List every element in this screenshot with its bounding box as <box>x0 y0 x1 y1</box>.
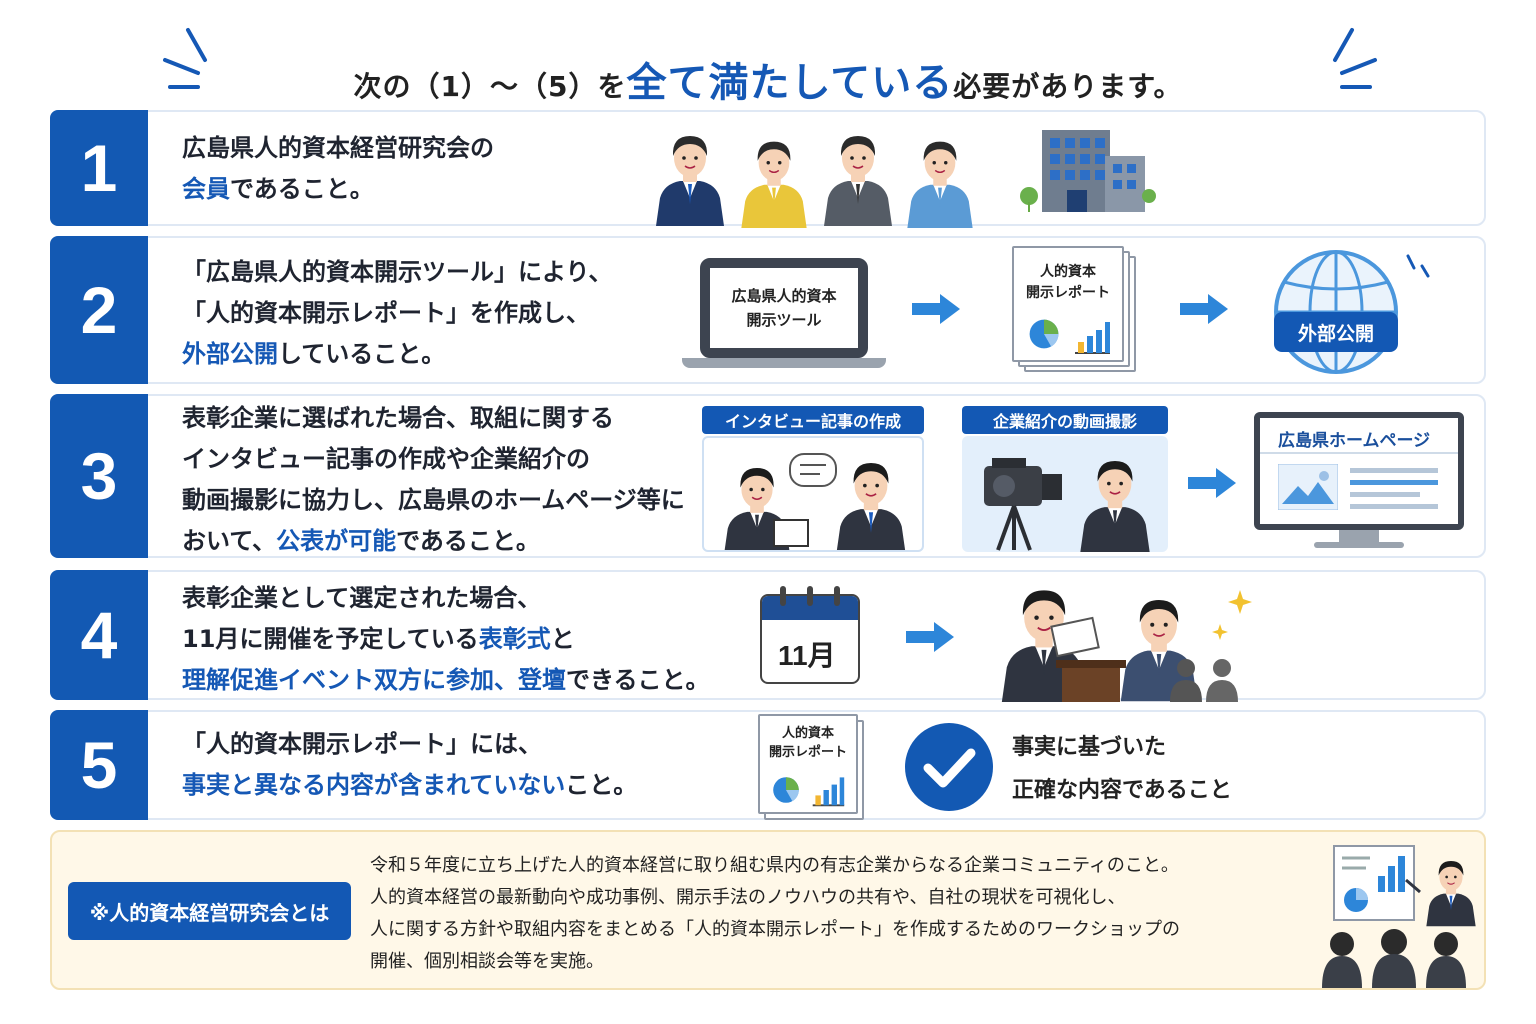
arrow-right-icon <box>912 294 960 324</box>
interview-illustration <box>702 436 924 552</box>
video-camera-icon <box>984 458 1151 552</box>
tag-interview: インタビュー記事の作成 <box>702 406 924 434</box>
homepage-title: 広島県ホームページ <box>1278 431 1431 451</box>
requirement-line: 表彰企業に選ばれた場合、取組に関する <box>182 398 685 439</box>
footnote-label: ※人的資本経営研究会とは <box>68 882 351 940</box>
requirement-5: 5 「人的資本開示レポート」には、事実と異なる内容が含まれていないこと。 人的資… <box>50 710 1486 820</box>
highlight-text: 外部公開 <box>182 340 278 368</box>
burst-left-icon <box>163 28 207 89</box>
plain-text: していること。 <box>278 340 446 368</box>
arrow-right-icon <box>1188 468 1236 498</box>
requirement-number: 2 <box>50 236 148 384</box>
report-title: 人的資本 <box>1040 264 1096 280</box>
interview-people-icon <box>723 453 907 550</box>
requirement-number: 4 <box>50 570 148 700</box>
requirement-1: 1 広島県人的資本経営研究会の会員であること。 <box>50 110 1486 228</box>
report-document-icon: 人的資本開示レポート <box>1012 246 1142 374</box>
pie-chart-icon <box>770 774 802 806</box>
highlight-text: 事実と異なる内容が含まれていない <box>182 771 566 799</box>
burst-right-icon <box>1333 28 1377 89</box>
presentation-icon <box>1322 845 1477 988</box>
video-illustration <box>962 436 1168 552</box>
requirement-line: 「人的資本開示レポート」を作成し、 <box>182 293 613 334</box>
plain-text: 表彰企業に選ばれた場合、取組に関する <box>182 404 614 432</box>
requirement-number: 5 <box>50 710 148 820</box>
report-title: 開示レポート <box>1026 285 1110 301</box>
footnote-text: 令和５年度に立ち上げた人的資本経営に取り組む県内の有志企業からなる企業コミュニテ… <box>370 855 1180 972</box>
arrow-right-icon <box>906 622 954 652</box>
tag-video: 企業紹介の動画撮影 <box>962 406 1168 434</box>
requirement-2: 2 「広島県人的資本開示ツール」により、「人的資本開示レポート」を作成し、外部公… <box>50 236 1486 384</box>
image-placeholder-icon <box>1278 464 1338 510</box>
bar-chart-icon <box>1072 316 1112 356</box>
calendar-month: 11月 <box>778 640 836 671</box>
laptop-label: 広島県人的資本 <box>731 287 837 305</box>
globe-icon <box>1274 250 1430 374</box>
requirement-line: 11月に開催を予定している表彰式と <box>182 619 710 660</box>
requirement-number: 3 <box>50 394 148 558</box>
plain-text: 表彰企業として選定された場合、 <box>182 584 542 612</box>
requirement-4: 4 表彰企業として選定された場合、11月に開催を予定している表彰式と理解促進イベ… <box>50 570 1486 702</box>
plain-text: 「人的資本開示レポート」には、 <box>182 730 542 758</box>
requirement-text: 表彰企業として選定された場合、11月に開催を予定している表彰式と理解促進イベント… <box>182 578 710 701</box>
report-title: 人的資本 <box>781 726 834 741</box>
check-circle-icon <box>905 723 993 811</box>
highlight-text: 理解促進イベント双方に参加、登壇 <box>182 666 566 694</box>
laptop-label: 開示ツール <box>746 311 822 329</box>
requirement-line: 広島県人的資本経営研究会の <box>182 128 494 169</box>
plain-text: おいて、 <box>182 527 277 555</box>
footnote-panel: ※人的資本経営研究会とは 令和５年度に立ち上げた人的資本経営に取り組む県内の有志… <box>50 830 1486 990</box>
requirement-line: 「人的資本開示レポート」には、 <box>182 724 637 765</box>
plain-text: と <box>550 625 575 653</box>
requirement-text: 「広島県人的資本開示ツール」により、「人的資本開示レポート」を作成し、外部公開し… <box>182 252 613 375</box>
requirement-text: 表彰企業に選ばれた場合、取組に関するインタビュー記事の作成や企業紹介の動画撮影に… <box>182 398 685 562</box>
plain-text: インタビュー記事の作成や企業紹介の <box>182 445 590 473</box>
plain-text: 11月に開催を予定している <box>182 625 479 653</box>
plain-text: 「広島県人的資本開示ツール」により、 <box>182 258 613 286</box>
requirement-3: 3 表彰企業に選ばれた場合、取組に関するインタビュー記事の作成や企業紹介の動画撮… <box>50 394 1486 558</box>
highlight-text: 表彰式 <box>478 625 551 653</box>
requirement-line: 会員であること。 <box>182 169 494 210</box>
requirement-line: 「広島県人的資本開示ツール」により、 <box>182 252 613 293</box>
arrow-right-icon <box>1180 294 1228 324</box>
audience-icon <box>1170 659 1238 702</box>
office-building-icon <box>1020 130 1156 212</box>
requirement-line: 表彰企業として選定された場合、 <box>182 578 710 619</box>
laptop-icon: 広島県人的資本開示ツール <box>682 258 886 370</box>
requirement-line: 理解促進イベント双方に参加、登壇できること。 <box>182 660 710 701</box>
requirement-line: 事実と異なる内容が含まれていないこと。 <box>182 765 637 806</box>
plain-text: こと。 <box>565 771 638 799</box>
public-disclosure-badge: 外部公開 <box>1274 312 1398 352</box>
report-title: 開示レポート <box>768 745 847 760</box>
requirement-number: 1 <box>50 110 148 226</box>
requirement-line: インタビュー記事の作成や企業紹介の <box>182 439 685 480</box>
requirement-line: 動画撮影に協力し、広島県のホームページ等に <box>182 480 685 521</box>
pie-chart-icon <box>1026 316 1062 352</box>
plain-text: であること。 <box>230 175 374 203</box>
requirement-text: 広島県人的資本経営研究会の会員であること。 <box>182 128 494 210</box>
bar-chart-icon <box>810 772 846 808</box>
report-document-icon: 人的資本開示レポート <box>758 714 870 822</box>
page-title: 次の（1）～（5）を全て満たしている必要があります。 <box>353 60 1183 106</box>
plain-text: 「人的資本開示レポート」を作成し、 <box>182 299 590 327</box>
plain-text: 広島県人的資本経営研究会の <box>182 134 494 162</box>
award-ceremony-icon <box>1000 589 1252 702</box>
plain-text: 動画撮影に協力し、広島県のホームページ等に <box>182 486 685 514</box>
highlight-text: 会員 <box>182 175 230 203</box>
calendar-icon: 11月 <box>760 586 860 684</box>
highlight-text: 公表が可能 <box>276 527 397 555</box>
accuracy-note: 事実に基づいた正確な内容であること <box>1012 735 1232 803</box>
requirement-line: おいて、公表が可能であること。 <box>182 521 685 562</box>
plain-text: であること。 <box>396 527 540 555</box>
plain-text: できること。 <box>566 666 710 694</box>
requirement-text: 「人的資本開示レポート」には、事実と異なる内容が含まれていないこと。 <box>182 724 637 806</box>
monitor-icon: 広島県ホームページ <box>1254 412 1464 554</box>
requirement-line: 外部公開していること。 <box>182 334 613 375</box>
business-people-icon <box>655 135 974 228</box>
